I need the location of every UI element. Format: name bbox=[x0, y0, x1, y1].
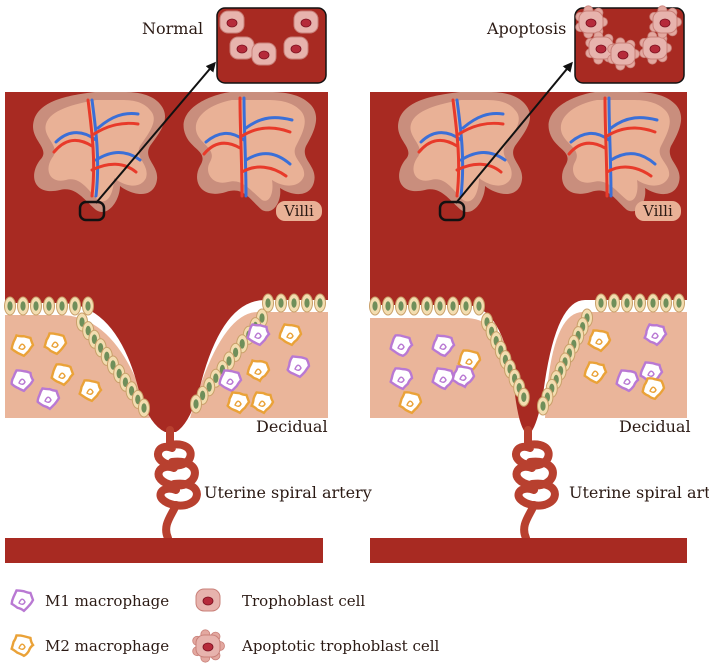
legend-item-trophoblast: Trophoblast cell bbox=[196, 589, 365, 611]
cell-nucleus bbox=[85, 301, 90, 311]
villi-label: Villi bbox=[283, 202, 314, 220]
cell-nucleus bbox=[624, 298, 629, 308]
cell-nucleus bbox=[676, 298, 681, 308]
artery-label: Uterine spiral artery bbox=[569, 483, 709, 502]
cell-nucleus bbox=[521, 392, 526, 402]
trophoblast-cell bbox=[252, 43, 276, 65]
trophoblast-cell bbox=[284, 37, 308, 59]
artery-label: Uterine spiral artery bbox=[204, 483, 372, 502]
cell-nucleus bbox=[372, 301, 377, 311]
panel-apoptosis: Apoptosis Villi Decidual Uterine spiral … bbox=[370, 6, 709, 563]
cell-nucleus bbox=[385, 301, 390, 311]
spiral-artery bbox=[158, 430, 197, 538]
cell-nucleus bbox=[437, 301, 442, 311]
basal-plate bbox=[5, 538, 323, 563]
panel-normal: Normal Villi Decidual Uterine spiral art… bbox=[5, 8, 372, 563]
cell-nucleus bbox=[20, 301, 25, 311]
trophoblast-cell bbox=[230, 37, 254, 59]
cell-nucleus bbox=[637, 298, 642, 308]
legend-item-apoptotic: Apoptotic trophoblast cell bbox=[193, 630, 440, 662]
cell-nucleus bbox=[424, 301, 429, 311]
cell-nucleus bbox=[72, 301, 77, 311]
m1-macrophage bbox=[12, 590, 33, 610]
trophoblast-cell bbox=[196, 589, 220, 611]
legend-label-m1: M1 macrophage bbox=[45, 592, 169, 610]
cell-nucleus bbox=[291, 298, 296, 308]
decidual-label: Decidual bbox=[256, 417, 328, 436]
cell-nucleus bbox=[46, 301, 51, 311]
cell-nucleus bbox=[598, 298, 603, 308]
cell-nucleus bbox=[265, 298, 270, 308]
apoptotic-trophoblast-cell bbox=[193, 630, 225, 662]
cell-nucleus bbox=[33, 301, 38, 311]
cell-nucleus bbox=[7, 301, 12, 311]
legend-item-m2: M2 macrophage bbox=[12, 635, 170, 655]
inset-label-apoptosis: Apoptosis bbox=[486, 19, 566, 38]
trophoblast-cell bbox=[220, 11, 244, 33]
cell-nucleus bbox=[463, 301, 468, 311]
legend-item-m1: M1 macrophage bbox=[12, 590, 170, 610]
legend-label-apoptotic: Apoptotic trophoblast cell bbox=[241, 637, 440, 655]
cell-nucleus bbox=[141, 403, 146, 413]
legend-label-trophoblast: Trophoblast cell bbox=[242, 592, 365, 610]
cell-nucleus bbox=[450, 301, 455, 311]
legend: M1 macrophage M2 macrophage Trophoblast … bbox=[12, 589, 440, 662]
spiral-artery bbox=[516, 430, 555, 538]
cell-nucleus bbox=[304, 298, 309, 308]
legend-label-m2: M2 macrophage bbox=[45, 637, 169, 655]
cell-nucleus bbox=[278, 298, 283, 308]
m2-macrophage-icon bbox=[12, 635, 33, 655]
cell-nucleus bbox=[663, 298, 668, 308]
m1-macrophage-icon bbox=[12, 590, 33, 610]
trophoblast-cell-icon bbox=[196, 589, 220, 611]
cell-nucleus bbox=[317, 298, 322, 308]
inset-apoptosis bbox=[575, 6, 684, 83]
cell-nucleus bbox=[540, 401, 545, 411]
cell-nucleus bbox=[59, 301, 64, 311]
m2-macrophage bbox=[12, 635, 33, 655]
cell-nucleus bbox=[650, 298, 655, 308]
cell-nucleus bbox=[193, 399, 198, 409]
trophoblast-cell bbox=[294, 11, 318, 33]
cell-nucleus bbox=[411, 301, 416, 311]
inset-label-normal: Normal bbox=[142, 19, 203, 38]
cell-nucleus bbox=[611, 298, 616, 308]
villi-label: Villi bbox=[642, 202, 673, 220]
cell-nucleus bbox=[476, 301, 481, 311]
basal-plate bbox=[370, 538, 687, 563]
apoptotic-trophoblast-cell-icon bbox=[193, 630, 225, 662]
inset-normal bbox=[217, 8, 326, 83]
decidual-label: Decidual bbox=[619, 417, 691, 436]
cell-nucleus bbox=[398, 301, 403, 311]
